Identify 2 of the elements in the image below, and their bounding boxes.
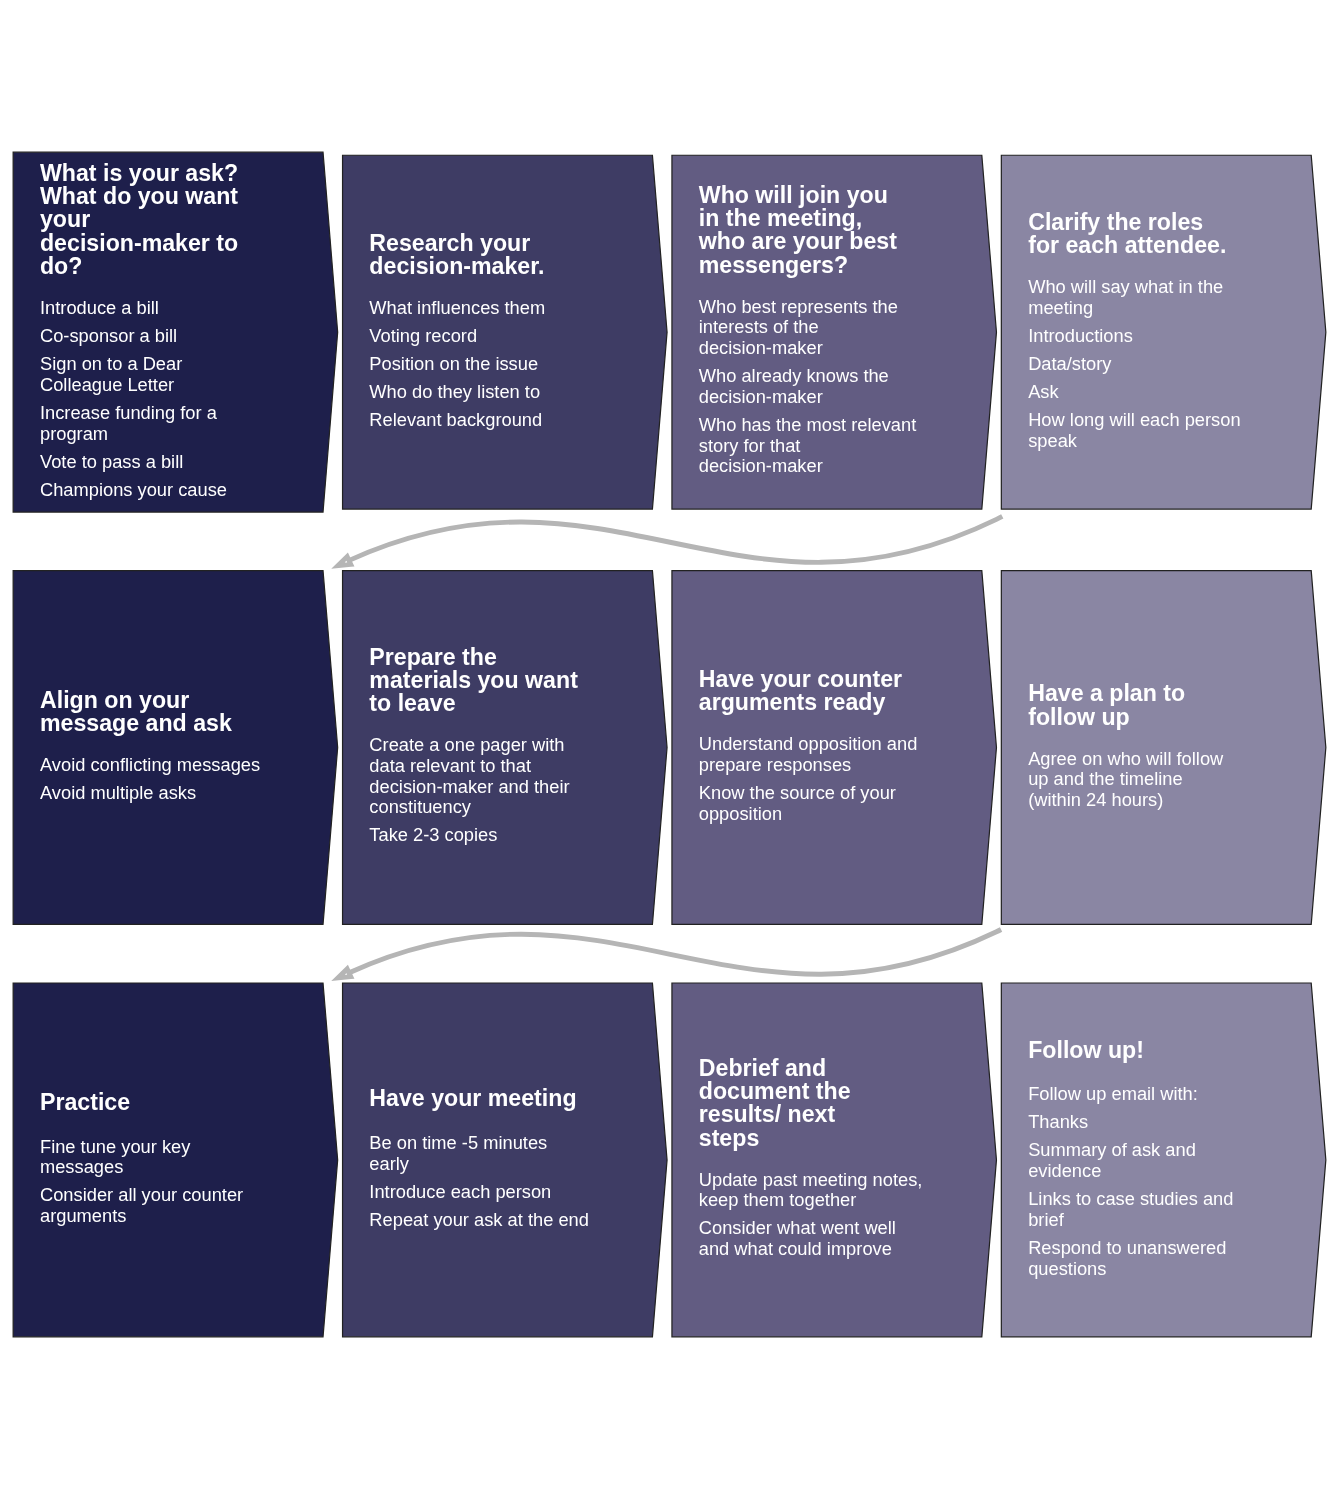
arrow [331, 514, 1004, 569]
arrow [331, 927, 1003, 982]
